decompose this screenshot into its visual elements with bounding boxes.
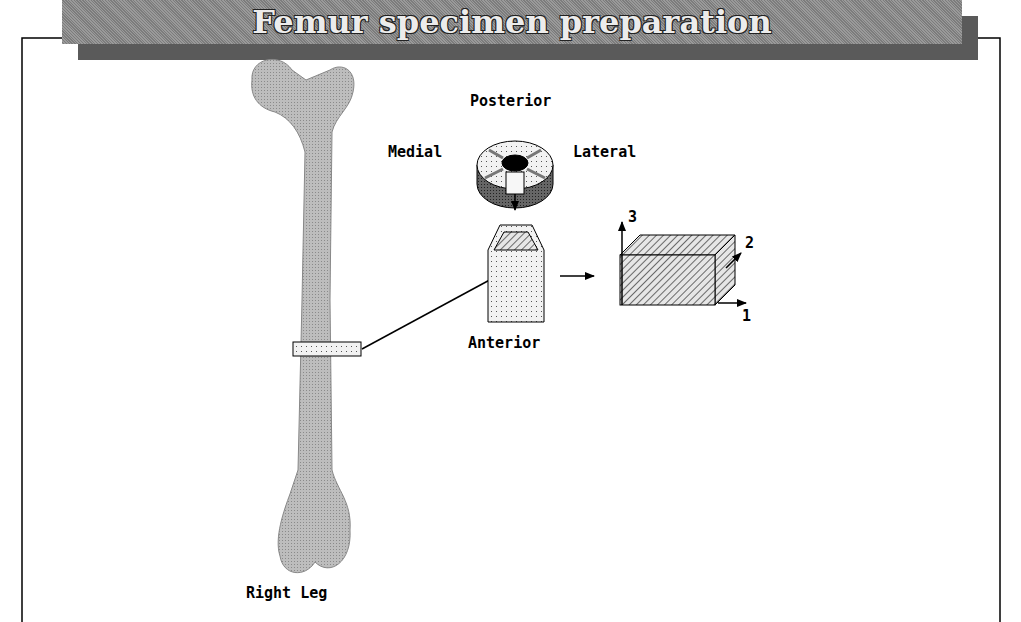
specimen-block xyxy=(488,225,544,322)
axis-number: 3 xyxy=(628,210,637,225)
step-arrow xyxy=(560,275,594,277)
orientation-label: Posterior xyxy=(470,94,551,109)
axis-number: 1 xyxy=(742,309,751,324)
axes xyxy=(622,222,746,305)
femur xyxy=(252,59,354,572)
orientation-label: Lateral xyxy=(573,145,636,160)
bone-label: Right Leg xyxy=(246,586,327,601)
axis-number: 2 xyxy=(745,236,754,251)
frame xyxy=(22,38,1000,622)
orientation-label: Medial xyxy=(388,145,442,160)
title: Femur specimen preparation xyxy=(62,0,962,44)
orientation-label: Anterior xyxy=(468,336,540,351)
cross-section xyxy=(477,141,553,210)
cube-specimen xyxy=(620,235,735,305)
cut-band xyxy=(293,342,361,356)
